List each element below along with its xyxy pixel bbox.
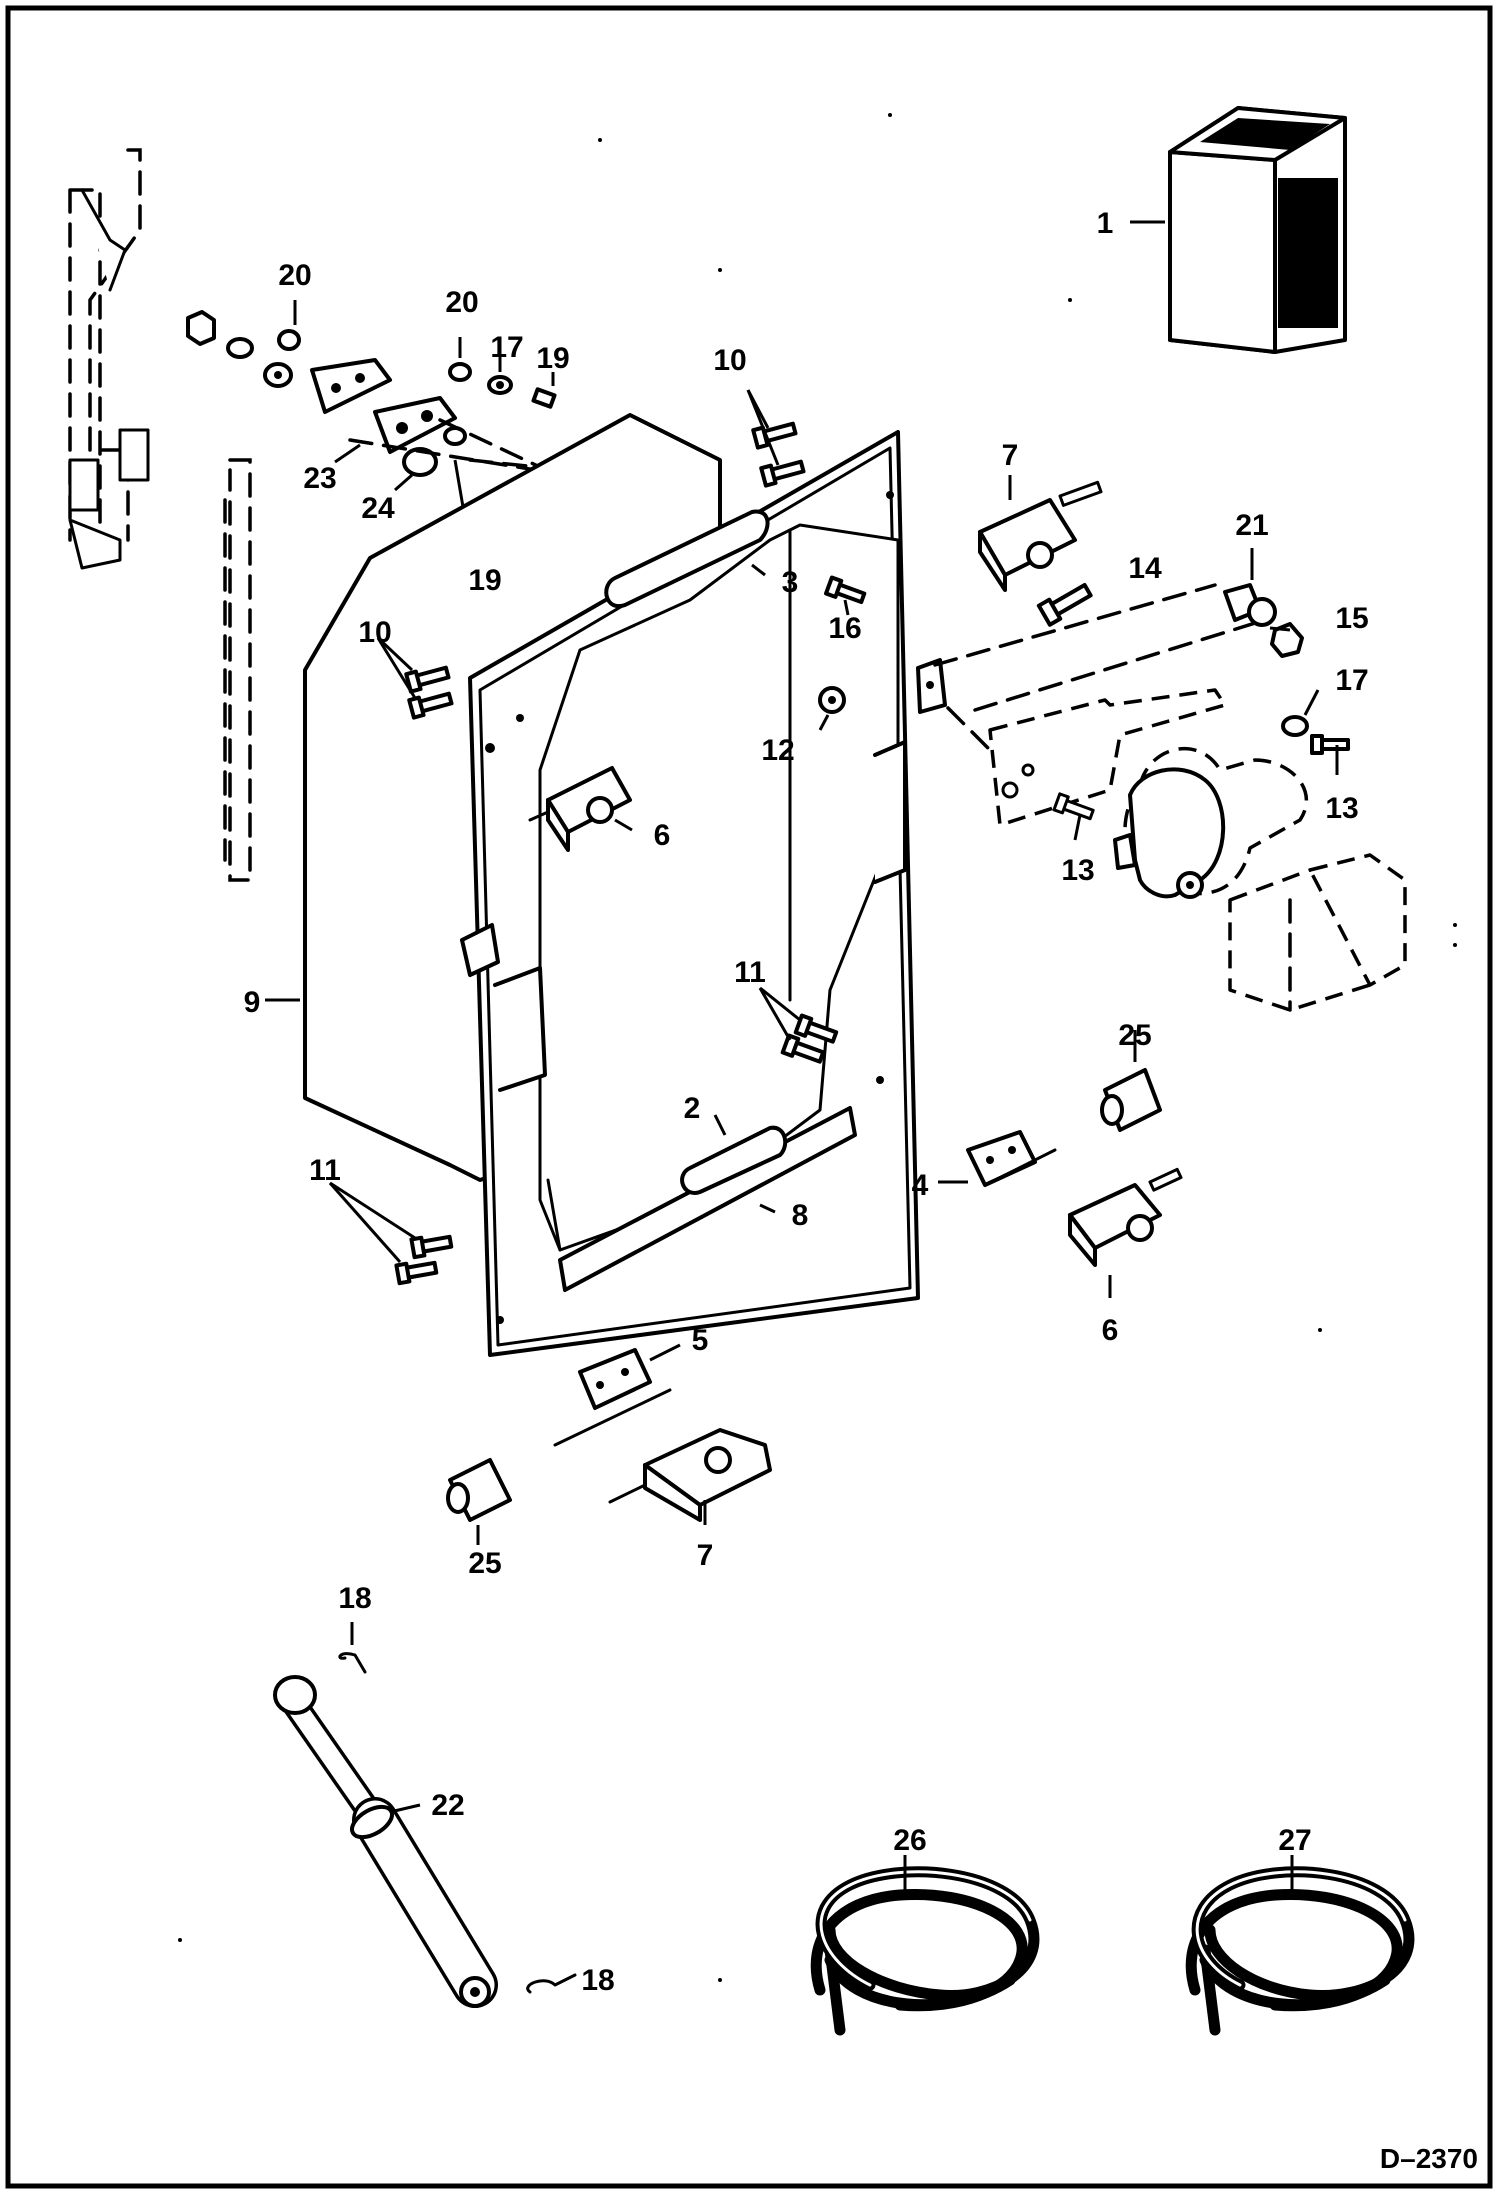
callout-14: 14: [1128, 552, 1162, 585]
callout-17-top: 17: [490, 331, 523, 364]
callout-11-left: 11: [309, 1154, 341, 1187]
screws: [328, 389, 867, 1286]
left-linkage-bracket: [68, 148, 252, 882]
callout-23: 23: [303, 462, 336, 495]
callout-27: 27: [1278, 1824, 1311, 1857]
part-6-latch-lower: [1068, 1167, 1183, 1298]
part-25-spacer-right: [1100, 1030, 1162, 1132]
callout-15: 15: [1335, 602, 1368, 635]
part-7-latch-lower: [608, 1428, 772, 1525]
part-26-hose-coil: [810, 1855, 1040, 2036]
diagram-border: [5, 5, 1493, 2189]
callout-20-right: 20: [445, 286, 478, 319]
callout-6-lower: 6: [1102, 1314, 1119, 1347]
callout-21: 21: [1235, 509, 1268, 542]
callout-labels: 1 20 20 17 19 10 7 23 24 19 3 14 21 16 1…: [244, 207, 1369, 1997]
callout-6-upper: 6: [654, 819, 671, 852]
callout-7-top: 7: [1002, 439, 1019, 472]
callout-26: 26: [893, 1824, 926, 1857]
callout-18-top: 18: [338, 1582, 371, 1615]
callout-25-right: 25: [1118, 1019, 1151, 1052]
part-18-clips: [338, 1622, 577, 1994]
callout-24: 24: [361, 492, 395, 525]
callout-7-lower: 7: [697, 1539, 714, 1572]
part-4-hinge-leaf: [938, 1130, 1057, 1187]
callout-2: 2: [684, 1092, 701, 1125]
part-27-hose-coil: [1185, 1855, 1415, 2036]
callout-3: 3: [782, 566, 799, 599]
wiper-motor-assembly: [818, 548, 1407, 1012]
part-7-latch-upper: [978, 475, 1103, 592]
callout-22: 22: [431, 1789, 464, 1822]
figure-id: D–2370: [1380, 2143, 1478, 2174]
callout-10-left: 10: [358, 616, 391, 649]
callout-11-mid: 11: [734, 956, 766, 989]
part-25-spacer-lower: [446, 1458, 512, 1545]
callout-18-bottom: 18: [581, 1964, 614, 1997]
part-3-door-frame: [460, 430, 947, 1357]
callout-17-right: 17: [1335, 664, 1368, 697]
callout-13-mid: 13: [1061, 854, 1094, 887]
part-22-gas-spring: [273, 1675, 498, 2008]
callout-20-left: 20: [278, 259, 311, 292]
part-1-carton: [1130, 106, 1347, 354]
callout-12: 12: [761, 734, 794, 767]
print-specks: [178, 113, 1457, 1982]
callout-25-lower: 25: [468, 1547, 501, 1580]
callout-4: 4: [912, 1169, 929, 1202]
callout-19-top: 19: [536, 342, 569, 375]
callout-1: 1: [1097, 207, 1114, 240]
callout-8: 8: [792, 1199, 809, 1232]
hinge-hardware-top-left: [186, 300, 667, 549]
part-5-hinge-leaf: [553, 1343, 681, 1447]
callout-9: 9: [244, 986, 261, 1019]
callout-19-mid: 19: [468, 564, 501, 597]
callout-5: 5: [692, 1324, 709, 1357]
part-6-latch-upper: [528, 766, 633, 852]
callout-16: 16: [828, 612, 861, 645]
callout-13-right: 13: [1325, 792, 1358, 825]
callout-10-top: 10: [713, 344, 746, 377]
